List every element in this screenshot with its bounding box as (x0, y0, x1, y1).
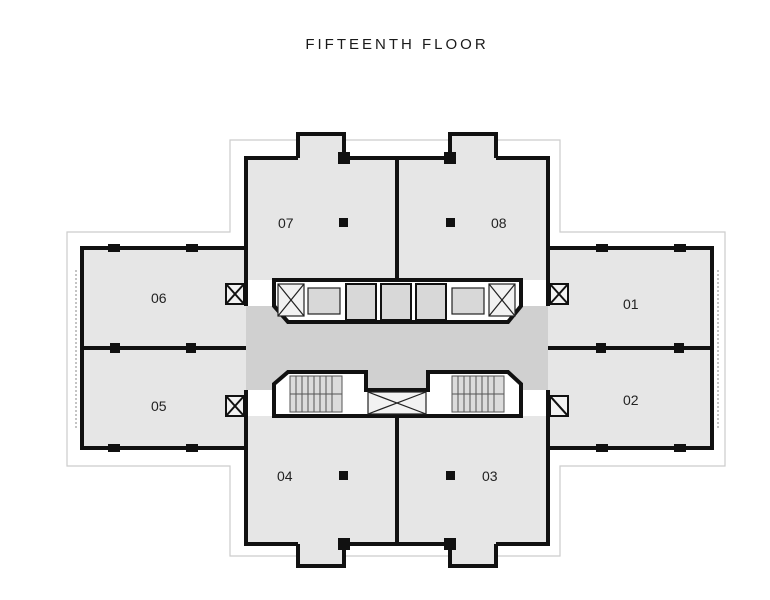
unit-08-area[interactable] (397, 158, 548, 280)
unit-label-02: 02 (623, 392, 639, 408)
unit-02-area[interactable] (548, 348, 712, 448)
side-shafts (225, 283, 569, 417)
bay-03-bottom (450, 544, 496, 566)
lower-shaft-x (367, 391, 427, 415)
bay-08-top (450, 134, 496, 158)
unit-label-03: 03 (482, 468, 498, 484)
floor-title: FIFTEENTH FLOOR (305, 36, 489, 53)
unit-04-area[interactable] (246, 416, 397, 544)
stairs-left (289, 375, 343, 413)
unit-03-area[interactable] (397, 416, 548, 544)
upper-shafts-x (277, 283, 516, 317)
bay-04-bottom (298, 544, 344, 566)
unit-label-01: 01 (623, 296, 639, 312)
unit-07-area[interactable] (246, 158, 397, 280)
unit-05-area[interactable] (82, 348, 246, 448)
elevator-shafts (345, 283, 447, 321)
central-corridor (246, 306, 548, 390)
unit-label-08: 08 (491, 215, 507, 231)
unit-label-05: 05 (151, 398, 167, 414)
unit-01-area[interactable] (548, 248, 712, 348)
bay-07-top (298, 134, 344, 158)
balcony-railings (75, 270, 719, 430)
unit-label-06: 06 (151, 290, 167, 306)
columns (108, 152, 686, 550)
interior-walls (82, 158, 712, 544)
unit-label-07: 07 (278, 215, 294, 231)
stairs-right (451, 375, 505, 413)
unit-06-area[interactable] (82, 248, 246, 348)
unit-label-04: 04 (277, 468, 293, 484)
